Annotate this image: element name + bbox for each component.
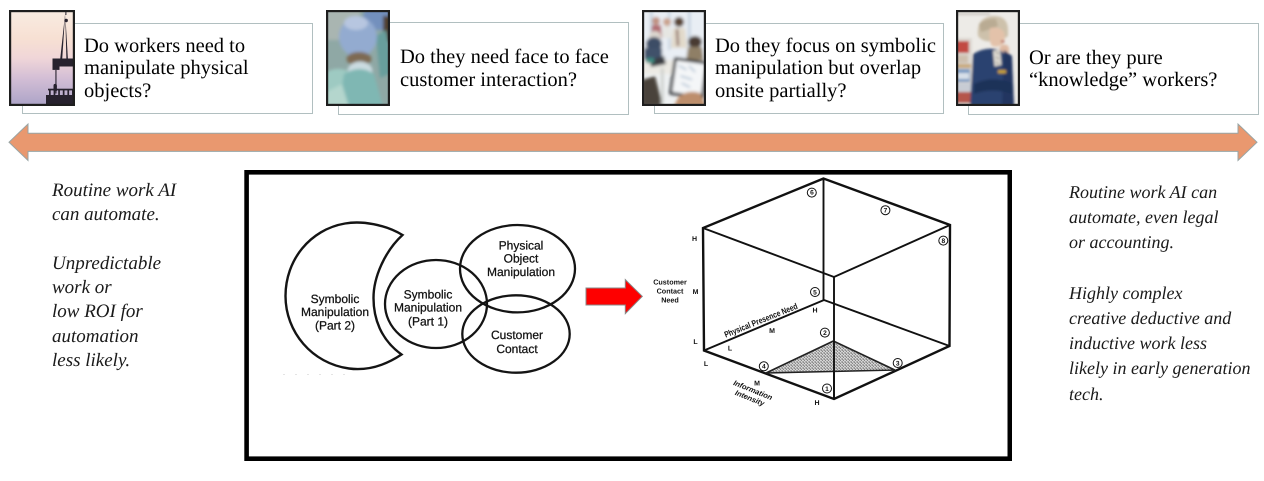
svg-text:Customer: Customer — [491, 328, 543, 342]
svg-text:Symbolic: Symbolic — [404, 288, 453, 302]
svg-text:Contact: Contact — [657, 287, 684, 296]
svg-text:Manipulation: Manipulation — [487, 265, 555, 279]
svg-text:H: H — [692, 236, 697, 243]
svg-text:7: 7 — [884, 208, 888, 215]
svg-text:M: M — [769, 328, 775, 335]
svg-text:Manipulation: Manipulation — [394, 301, 462, 315]
svg-text:(Part 1): (Part 1) — [408, 314, 448, 328]
svg-text:(Part 2): (Part 2) — [315, 319, 355, 333]
svg-text:Physical Presence Need: Physical Presence Need — [723, 301, 799, 340]
svg-text:Symbolic: Symbolic — [311, 292, 360, 306]
svg-text:Physical: Physical — [499, 239, 544, 253]
svg-text:Need: Need — [661, 296, 679, 305]
svg-text:5: 5 — [813, 289, 817, 296]
svg-text:L: L — [728, 346, 733, 353]
svg-text:Customer: Customer — [653, 278, 687, 287]
svg-text:2: 2 — [823, 330, 827, 337]
svg-text:Contact: Contact — [496, 342, 538, 356]
svg-text:M: M — [693, 289, 699, 296]
svg-text:3: 3 — [896, 360, 900, 367]
svg-text:Object: Object — [504, 252, 539, 266]
svg-text:L: L — [693, 339, 698, 346]
svg-text:4: 4 — [762, 364, 766, 371]
svg-text:H: H — [812, 308, 817, 315]
svg-text:L: L — [704, 361, 709, 368]
svg-text:H: H — [814, 400, 819, 407]
svg-text:8: 8 — [941, 238, 945, 245]
svg-text:M: M — [754, 381, 760, 388]
svg-text:6: 6 — [810, 189, 814, 196]
svg-text:Manipulation: Manipulation — [301, 305, 369, 319]
svg-text:1: 1 — [825, 386, 829, 393]
